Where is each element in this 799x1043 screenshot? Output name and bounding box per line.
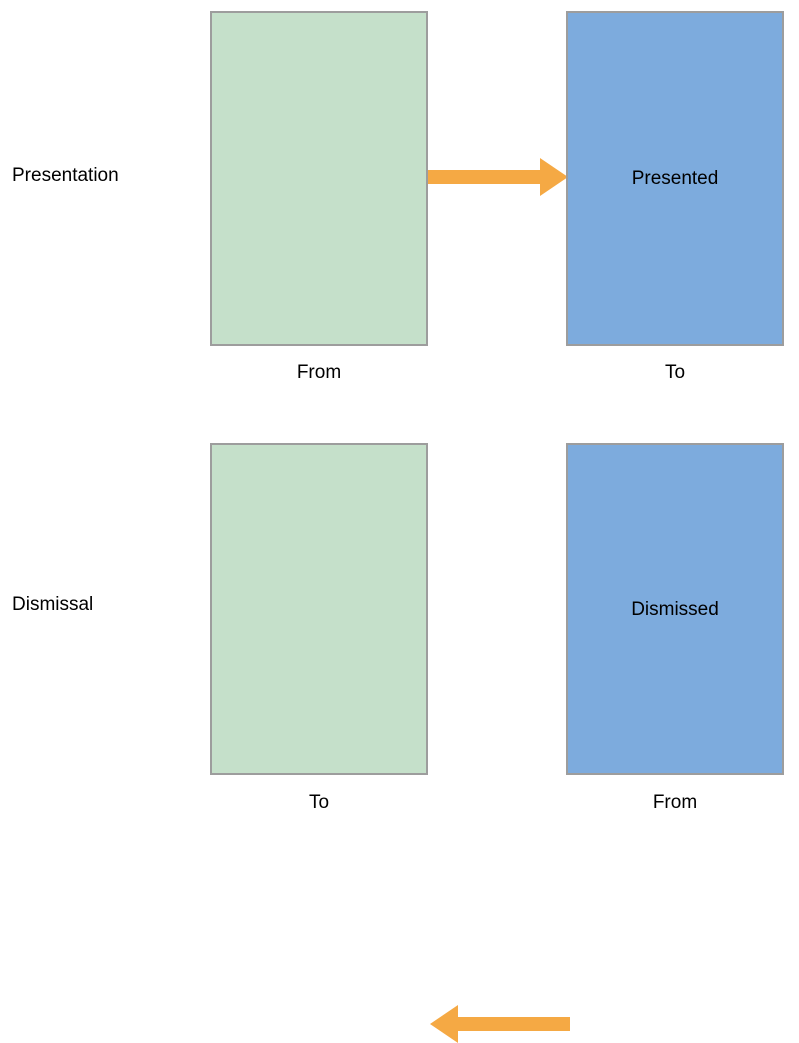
dismissal-row-label: Dismissal	[12, 594, 94, 615]
dismissal-to-caption: To	[308, 792, 330, 813]
presentation-to-caption: To	[664, 362, 686, 383]
presentation-from-box	[210, 11, 428, 346]
presentation-to-box: Presented	[566, 11, 784, 346]
dismissal-from-box-label: Dismissed	[631, 598, 719, 620]
presentation-arrow-right-icon	[428, 158, 568, 196]
dismissal-from-box: Dismissed	[566, 443, 784, 775]
presentation-row-label: Presentation	[12, 165, 119, 186]
presentation-row: Presentation From Presented To	[0, 0, 799, 420]
presentation-to-box-label: Presented	[631, 168, 719, 189]
dismissal-to-box	[210, 443, 428, 775]
dismissal-row: Dismissal To Dismissed From	[0, 420, 799, 1043]
dismissal-from-caption: From	[652, 792, 698, 813]
presentation-from-caption: From	[296, 362, 342, 383]
dismissal-arrow-left-icon	[430, 1005, 570, 1043]
